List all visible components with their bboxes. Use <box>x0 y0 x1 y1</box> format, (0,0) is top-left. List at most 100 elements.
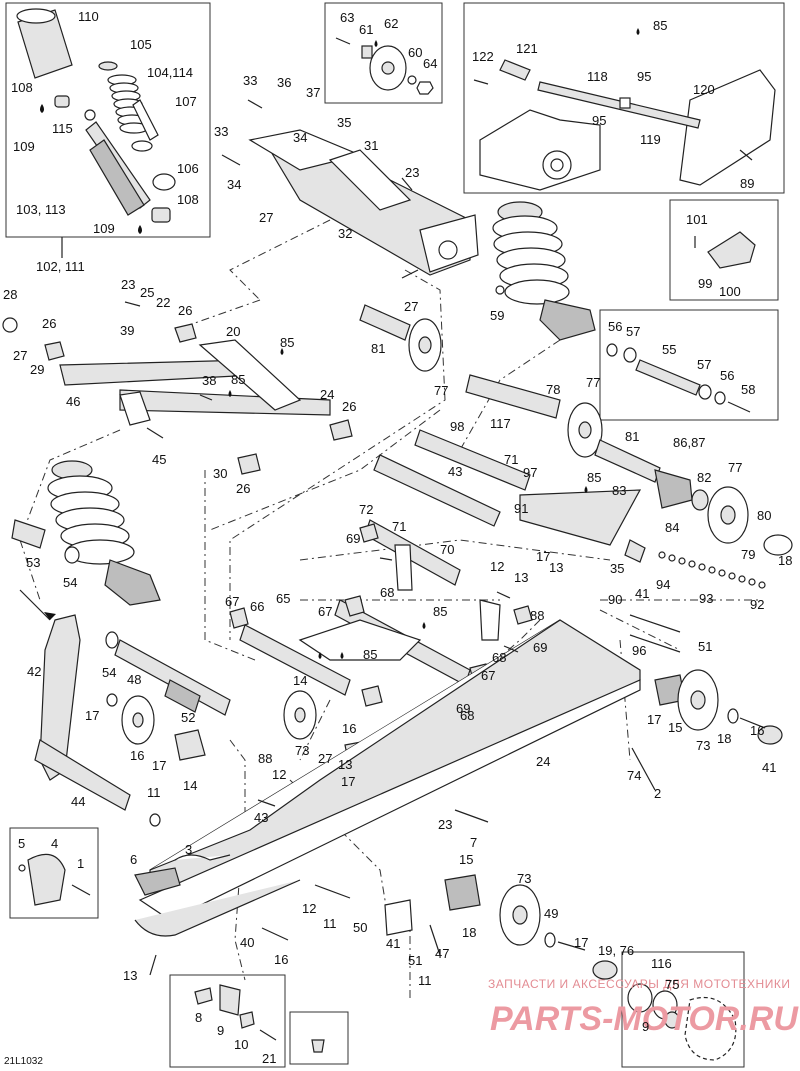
callout-label: 50 <box>353 920 367 935</box>
callout-label: 40 <box>240 935 254 950</box>
callout-label: 41 <box>762 760 776 775</box>
callout-label: 115 <box>52 121 73 136</box>
watermark-line2: PARTS-MOTOR.RU <box>490 1000 799 1038</box>
stopper-inset-box <box>669 199 779 301</box>
callout-label: 20 <box>226 324 240 339</box>
rear-shock <box>492 201 596 341</box>
callout-label: 69 <box>456 701 470 716</box>
callout-label: 117 <box>490 416 511 431</box>
callout-label: 28 <box>3 287 17 302</box>
callout-label: 15 <box>459 852 473 867</box>
callout-label: 60 <box>408 45 422 60</box>
callout-label: 32 <box>338 226 352 241</box>
callout-label: 100 <box>719 284 741 299</box>
callout-label: 9 <box>217 1023 224 1038</box>
callout-label: 83 <box>612 483 626 498</box>
callout-label: 85 <box>653 18 667 33</box>
callout-label: 41 <box>635 586 649 601</box>
watermark-line1: ЗАПЧАСТИ И АКСЕССУАРЫ ДЛЯ МОТОТЕХНИКИ <box>488 977 790 991</box>
callout-label: 16 <box>130 748 144 763</box>
grease-fitting-inset-box <box>289 1011 349 1065</box>
callout-label: 85 <box>231 372 245 387</box>
callout-label: 1 <box>77 856 84 871</box>
callout-label: 17 <box>152 758 166 773</box>
callout-label: 23 <box>438 817 452 832</box>
callout-label: 68 <box>460 708 474 723</box>
callout-label: 41 <box>386 936 400 951</box>
callout-label: 34 <box>227 177 241 192</box>
callout-label: 46 <box>66 394 80 409</box>
callout-label: 74 <box>627 768 641 783</box>
callout-label: 69 <box>346 531 360 546</box>
callout-label: 65 <box>276 591 290 606</box>
fasteners <box>124 99 681 1053</box>
callout-label: 5 <box>18 836 25 851</box>
callout-label: 24 <box>536 754 550 769</box>
idler-inset-parts <box>335 37 434 95</box>
axle-inset-box <box>599 309 779 421</box>
callout-label: 24 <box>320 387 334 402</box>
callout-label: 55 <box>662 342 676 357</box>
callout-label: 90 <box>608 592 622 607</box>
callout-label: 91 <box>514 501 528 516</box>
callout-label: 39 <box>120 323 134 338</box>
callout-label: 81 <box>371 341 385 356</box>
axle-inset-parts <box>606 343 751 413</box>
callout-label: 70 <box>440 542 454 557</box>
callout-label: 26 <box>236 481 250 496</box>
shock-inset-parts <box>16 8 176 234</box>
callout-label: 71 <box>392 519 406 534</box>
callout-label: 121 <box>516 41 538 56</box>
callout-label: 17 <box>647 712 661 727</box>
callout-label: 54 <box>102 665 116 680</box>
callout-label: 88 <box>258 751 272 766</box>
callout-label: 17 <box>574 935 588 950</box>
callout-label: 17 <box>536 549 550 564</box>
middle-shafts <box>359 304 793 589</box>
callout-label: 47 <box>435 946 449 961</box>
callout-label: 92 <box>750 597 764 612</box>
callout-label: 106 <box>177 161 199 176</box>
rear-arm-assembly <box>2 317 353 475</box>
callout-label: 27 <box>404 299 418 314</box>
callout-label: 73 <box>517 871 531 886</box>
callout-label: 37 <box>306 85 320 100</box>
callout-label: 26 <box>342 399 356 414</box>
front-guard-parts <box>18 853 91 906</box>
callout-label: 97 <box>523 465 537 480</box>
callout-label: 9 <box>642 1019 649 1034</box>
callout-label: 81 <box>625 429 639 444</box>
callout-label: 22 <box>156 295 170 310</box>
callout-label: 44 <box>71 794 85 809</box>
callout-label: 43 <box>448 464 462 479</box>
callout-label: 42 <box>27 664 41 679</box>
callout-label: 45 <box>152 452 166 467</box>
callout-label: 77 <box>728 460 742 475</box>
callout-label: 35 <box>610 561 624 576</box>
bearing-inset-parts <box>627 983 737 1061</box>
callout-label: 27 <box>259 210 273 225</box>
callout-label: 57 <box>697 357 711 372</box>
callout-label: 93 <box>699 591 713 606</box>
callout-label: 35 <box>337 115 351 130</box>
callout-label: 12 <box>272 767 286 782</box>
callout-label: 51 <box>408 953 422 968</box>
callout-label: 23 <box>121 277 135 292</box>
callout-label: 102, 111 <box>36 259 85 274</box>
callout-label: 14 <box>293 673 307 688</box>
callout-label: 79 <box>741 547 755 562</box>
callout-label: 116 <box>651 956 672 971</box>
torque-arm-inset-parts <box>473 28 776 191</box>
callout-label: 27 <box>318 751 332 766</box>
callout-label: 16 <box>274 952 288 967</box>
callout-label: 73 <box>696 738 710 753</box>
callout-label: 80 <box>757 508 771 523</box>
callout-label: 72 <box>359 502 373 517</box>
callout-label: 58 <box>741 382 755 397</box>
wheel-bearing-inset-box <box>621 951 745 1068</box>
callout-label: 18 <box>778 553 792 568</box>
callout-label: 73 <box>295 743 309 758</box>
center-arm-assembly <box>229 519 533 707</box>
runner-bracket-inset-box <box>169 974 286 1068</box>
